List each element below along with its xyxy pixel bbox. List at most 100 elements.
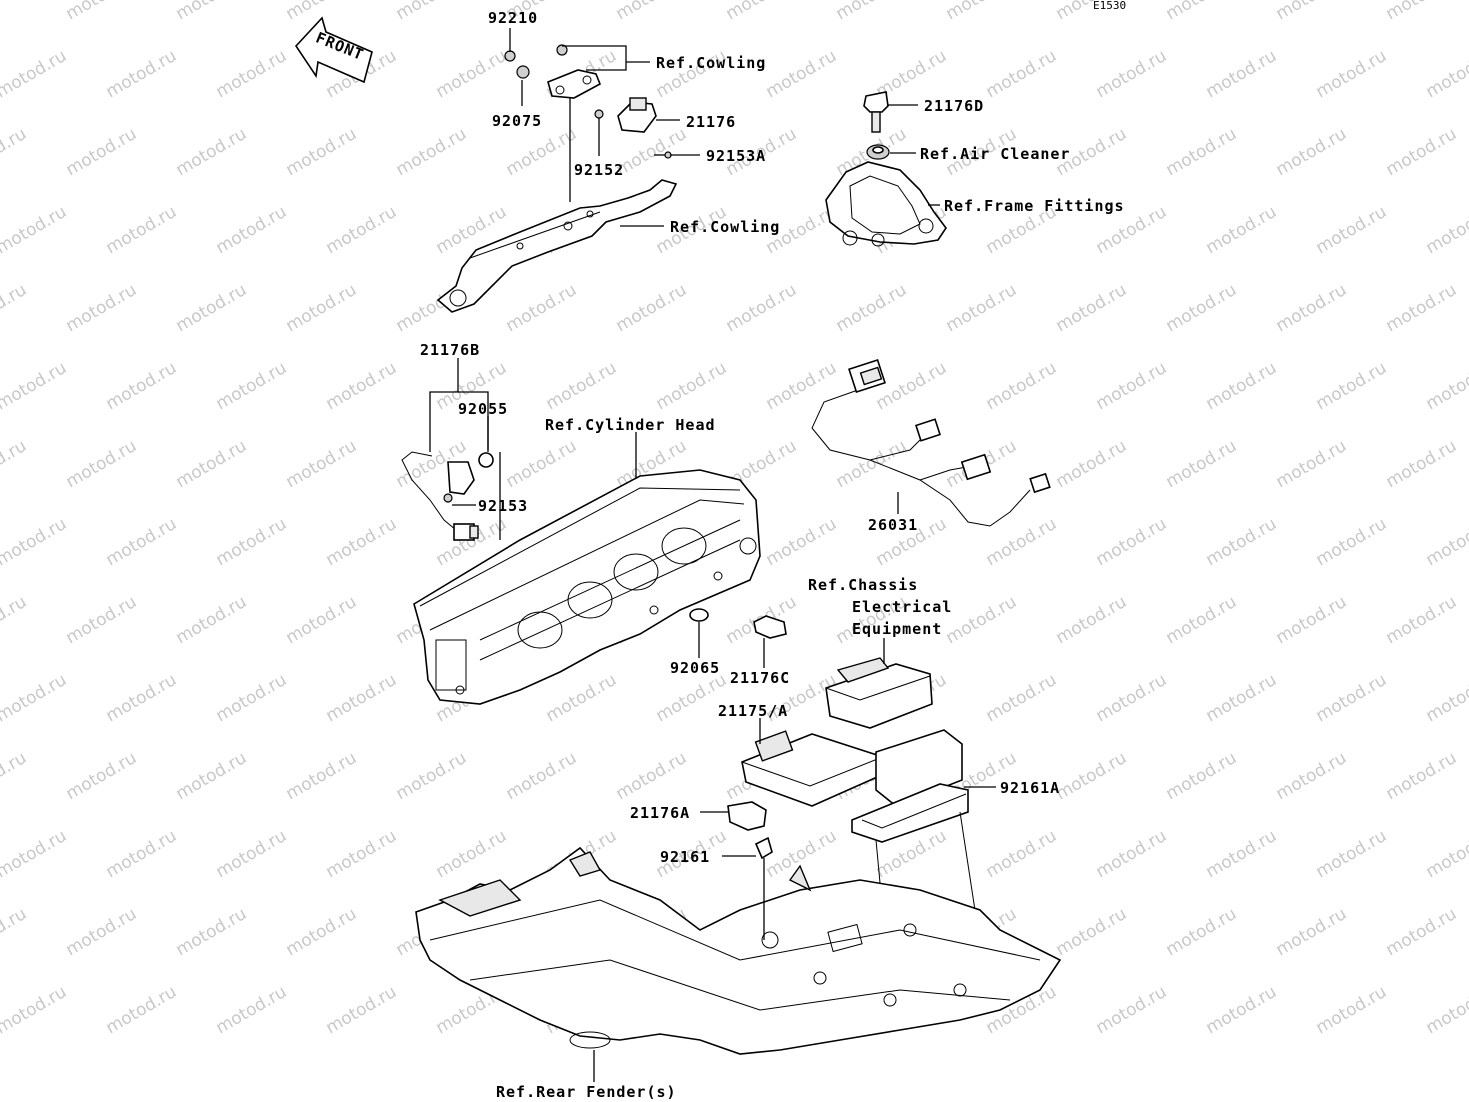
- label-21176: 21176: [686, 113, 736, 131]
- watermark-text: motod.ru: [1053, 748, 1131, 804]
- watermark-text: motod.ru: [323, 202, 401, 258]
- watermark-text: motod.ru: [1053, 280, 1131, 336]
- watermark-text: motod.ru: [173, 0, 251, 24]
- watermark-text: motod.ru: [1163, 904, 1241, 960]
- watermark-text: motod.ru: [173, 436, 251, 492]
- top-bracket-group: [436, 44, 678, 313]
- watermark-text: motod.ru: [873, 358, 951, 414]
- watermark-text: motod.ru: [1203, 826, 1281, 882]
- watermark-text: motod.ru: [63, 904, 141, 960]
- watermark-text: motod.ru: [213, 826, 291, 882]
- watermark-text: motod.ru: [323, 982, 401, 1038]
- watermark-text: motod.ru: [213, 982, 291, 1038]
- label-ref-rear-fender: Ref.Rear Fender(s): [496, 1083, 677, 1101]
- watermark-text: motod.ru: [1313, 826, 1391, 882]
- watermark-text: motod.ru: [1273, 904, 1351, 960]
- watermark-text: motod.ru: [0, 0, 30, 24]
- watermark-text: motod.ru: [943, 280, 1021, 336]
- watermark-text: motod.ru: [323, 826, 401, 882]
- watermark-text: motod.ru: [213, 46, 291, 102]
- watermark-text: motod.ru: [63, 124, 141, 180]
- watermark-text: motod.ru: [173, 280, 251, 336]
- watermark-text: motod.ru: [323, 358, 401, 414]
- label-92153A: 92153A: [706, 147, 766, 165]
- watermark-text: motod.ru: [833, 280, 911, 336]
- watermark-text: motod.ru: [0, 202, 70, 258]
- watermark-text: motod.ru: [0, 124, 30, 180]
- diagram-code: E1530: [1093, 0, 1126, 12]
- label-92210: 92210: [488, 9, 538, 27]
- label-ref-chassis-line3: Equipment: [852, 620, 942, 638]
- label-21176D: 21176D: [924, 97, 984, 115]
- watermark-text: motod.ru: [1093, 514, 1171, 570]
- watermark-text: motod.ru: [653, 358, 731, 414]
- watermark-text: motod.ru: [1313, 46, 1391, 102]
- watermark-text: motod.ru: [103, 202, 181, 258]
- watermark-text: motod.ru: [103, 670, 181, 726]
- watermark-text: motod.ru: [0, 514, 70, 570]
- watermark-text: motod.ru: [763, 514, 841, 570]
- watermark-text: motod.ru: [1053, 904, 1131, 960]
- watermark-text: motod.ru: [763, 46, 841, 102]
- watermark-text: motod.ru: [63, 748, 141, 804]
- watermark-text: motod.ru: [213, 514, 291, 570]
- watermark-text: motod.ru: [543, 670, 621, 726]
- watermark-text: motod.ru: [103, 358, 181, 414]
- label-92065: 92065: [670, 659, 720, 677]
- label-ref-cylinder-head: Ref.Cylinder Head: [545, 416, 716, 434]
- watermark-text: motod.ru: [1383, 280, 1461, 336]
- watermark-text: motod.ru: [1383, 904, 1461, 960]
- sensor-21176B-group: [401, 451, 494, 541]
- watermark-text: motod.ru: [0, 436, 30, 492]
- label-ref-cowling-top: Ref.Cowling: [656, 54, 766, 72]
- watermark-text: motod.ru: [63, 280, 141, 336]
- watermark-text: motod.ru: [1383, 124, 1461, 180]
- watermark-text: motod.ru: [393, 124, 471, 180]
- watermark-text: motod.ru: [1273, 0, 1351, 24]
- watermark-text: motod.ru: [63, 0, 141, 24]
- watermark-text: motod.ru: [1273, 592, 1351, 648]
- watermark-text: motod.ru: [1423, 982, 1469, 1038]
- watermark-text: motod.ru: [1273, 748, 1351, 804]
- watermark-text: motod.ru: [283, 280, 361, 336]
- watermark-text: motod.ru: [1163, 0, 1241, 24]
- watermark-text: motod.ru: [1423, 46, 1469, 102]
- label-92055: 92055: [458, 400, 508, 418]
- watermark-text: motod.ru: [0, 358, 70, 414]
- watermark-text: motod.ru: [1273, 124, 1351, 180]
- part-labels: 92210 Ref.Cowling 92075 21176 92152 9215…: [420, 9, 1124, 1101]
- label-92152: 92152: [574, 161, 624, 179]
- watermark-text: motod.ru: [1163, 748, 1241, 804]
- watermark-text: motod.ru: [1383, 0, 1461, 24]
- watermark-text: motod.ru: [1163, 592, 1241, 648]
- watermark-text: motod.ru: [1273, 436, 1351, 492]
- watermark-text: motod.ru: [613, 748, 691, 804]
- watermark-text: motod.ru: [0, 46, 70, 102]
- watermark-text: motod.ru: [1313, 358, 1391, 414]
- watermark-text: motod.ru: [0, 904, 30, 960]
- watermark-text: motod.ru: [0, 670, 70, 726]
- watermark-text: motod.ru: [833, 0, 911, 24]
- watermark-text: motod.ru: [1203, 202, 1281, 258]
- watermark-text: motod.ru: [1053, 592, 1131, 648]
- front-arrow-icon: FRONT: [294, 16, 373, 84]
- watermark-text: motod.ru: [173, 124, 251, 180]
- watermark-text: motod.ru: [433, 46, 511, 102]
- watermark-text: motod.ru: [503, 748, 581, 804]
- wiring-harness-26031: [811, 358, 1051, 527]
- watermark-text: motod.ru: [1203, 514, 1281, 570]
- watermark-text: motod.ru: [723, 0, 801, 24]
- watermark-text: motod.ru: [1053, 436, 1131, 492]
- rear-fender: [415, 846, 1062, 1055]
- watermark-text: motod.ru: [283, 904, 361, 960]
- watermark-text: motod.ru: [833, 436, 911, 492]
- watermark-text: motod.ru: [503, 124, 581, 180]
- watermark-text: motod.ru: [503, 280, 581, 336]
- cylinder-head: [413, 469, 787, 705]
- watermark-text: motod.ru: [1163, 124, 1241, 180]
- watermark-text: motod.ru: [103, 826, 181, 882]
- watermark-text: motod.ru: [983, 358, 1061, 414]
- watermark-text: motod.ru: [1423, 826, 1469, 882]
- watermark-text: motod.ru: [393, 748, 471, 804]
